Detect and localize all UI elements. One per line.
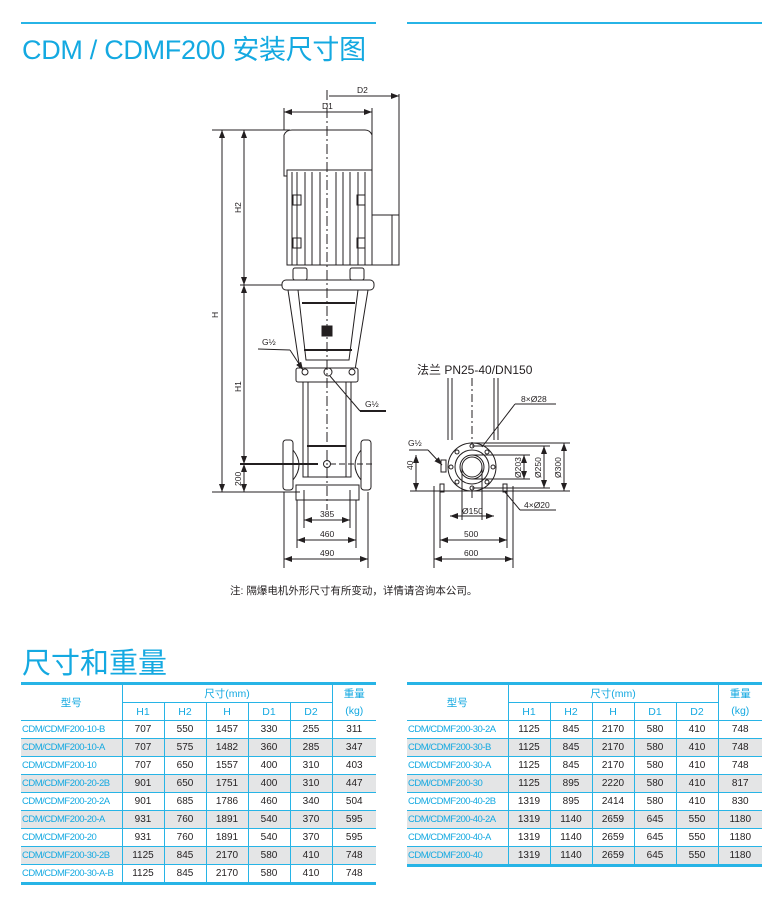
header-weight-unit: (kg) bbox=[331, 702, 377, 721]
flange-dim-40: 40 bbox=[405, 460, 415, 470]
header-h1: H1 bbox=[122, 702, 165, 721]
label-h: H bbox=[210, 312, 220, 318]
flange-g-port: G½ bbox=[408, 438, 422, 448]
label-490: 490 bbox=[320, 548, 334, 558]
page-title: CDM / CDMF200 安装尺寸图 bbox=[22, 35, 366, 65]
label-385: 385 bbox=[320, 509, 334, 519]
label-200: 200 bbox=[233, 472, 243, 486]
flange-bolt-holes: 8×Ø28 bbox=[521, 394, 547, 404]
drawing-note: 注: 隔爆电机外形尺寸有所变动，详情请咨询本公司。 bbox=[230, 585, 478, 597]
header-weight: 重量 bbox=[717, 682, 763, 703]
flange-dim-500: 500 bbox=[464, 529, 478, 539]
spec-table-left: 型号 尺寸(mm) 重量 H1 H2 H D1 D2 (kg) CDM/CDMF… bbox=[21, 682, 377, 885]
flange-dia-300: Ø300 bbox=[553, 457, 563, 478]
label-d2: D2 bbox=[357, 85, 368, 95]
label-h1: H1 bbox=[233, 381, 243, 392]
flange-dia-150: Ø150 bbox=[462, 506, 483, 516]
label-h2: H2 bbox=[233, 202, 243, 213]
spec-table-right: 型号 尺寸(mm) 重量 H1 H2 H D1 D2 (kg) CDM/CDMF… bbox=[407, 682, 763, 867]
header-h2: H2 bbox=[549, 702, 593, 721]
installation-drawing: D1 D2 H H2 H1 200 385 460 490 G½ G½ 8×Ø2… bbox=[210, 85, 570, 568]
header-d1: D1 bbox=[247, 702, 291, 721]
header-h: H bbox=[205, 702, 249, 721]
header-h2: H2 bbox=[163, 702, 207, 721]
flange-dia-250: Ø250 bbox=[533, 457, 543, 478]
header-model: 型号 bbox=[407, 682, 509, 721]
flange-dim-600: 600 bbox=[464, 548, 478, 558]
header-weight-unit: (kg) bbox=[717, 702, 763, 721]
flange-base-holes: 4×Ø20 bbox=[524, 500, 550, 510]
header-h: H bbox=[591, 702, 635, 721]
label-460: 460 bbox=[320, 529, 334, 539]
section-title: 尺寸和重量 bbox=[22, 648, 168, 680]
header-d2: D2 bbox=[675, 702, 719, 721]
header-dims: 尺寸(mm) bbox=[121, 682, 333, 703]
header-rule-left bbox=[21, 22, 376, 24]
header-dims: 尺寸(mm) bbox=[507, 682, 719, 703]
header-d1: D1 bbox=[633, 702, 677, 721]
header-rule-right bbox=[407, 22, 762, 24]
label-d1: D1 bbox=[322, 101, 333, 111]
label-g-left: G½ bbox=[262, 337, 276, 347]
header-model: 型号 bbox=[21, 682, 123, 721]
flange-title: 法兰 PN25-40/DN150 bbox=[417, 363, 533, 377]
header-d2: D2 bbox=[289, 702, 333, 721]
flange-dia-203: Ø203 bbox=[513, 457, 523, 478]
header-h1: H1 bbox=[508, 702, 551, 721]
label-g-right: G½ bbox=[365, 399, 379, 409]
header-weight: 重量 bbox=[331, 682, 377, 703]
